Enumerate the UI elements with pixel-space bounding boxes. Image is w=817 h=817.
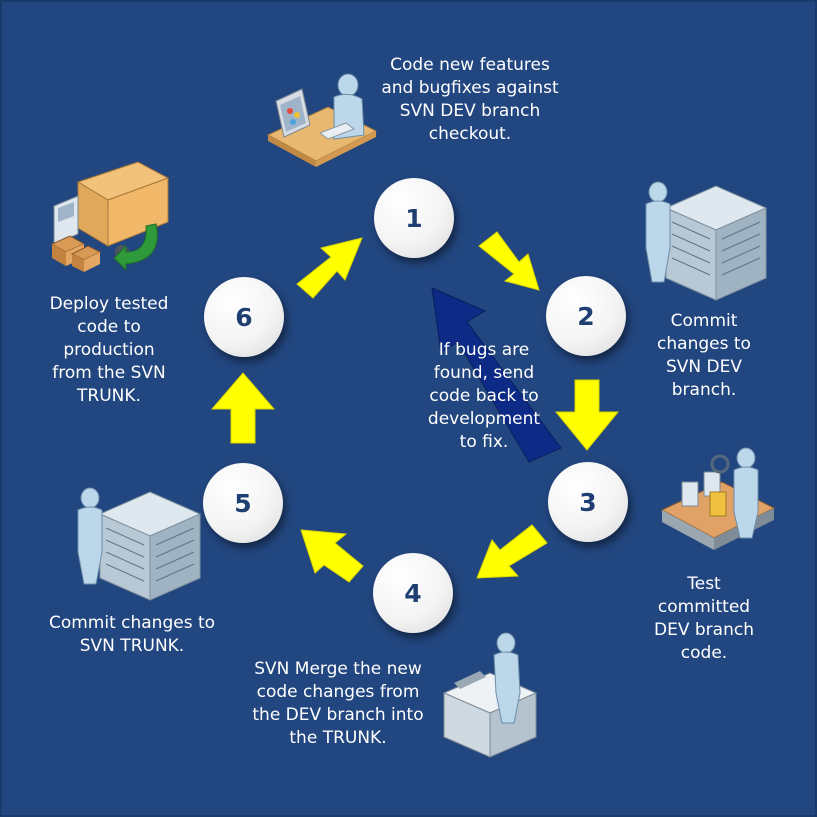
arrow-3-to-4 [476,524,548,579]
arrow-1-to-2 [478,231,540,291]
printer-operator-icon [442,632,538,758]
step-2-label: Commit changes to SVN DEV branch. [657,311,751,400]
step-1-label: Code new features and bugfixes against S… [381,55,559,144]
step-1-circle: 1 [374,178,454,258]
arrow-2-to-3 [554,379,620,451]
step-2-circle: 2 [546,276,626,356]
arrow-6-to-1 [296,237,363,299]
step-number: 5 [234,488,252,518]
step-3-circle: 3 [548,462,628,542]
step-6-label: Deploy tested code to production from th… [49,294,169,406]
step-number: 3 [579,487,597,517]
step-3-label: Test committed DEV branch code. [654,574,754,663]
server-admin-icon-step2 [645,181,768,301]
step-5-circle: 5 [203,463,283,543]
step-5-label: Commit changes to SVN TRUNK. [48,613,216,656]
bug-loop-label: If bugs are found, send code back to dev… [427,340,541,452]
step-number: 1 [405,203,423,233]
arrow-4-to-5 [300,529,364,583]
server-admin-icon-step5 [77,487,202,601]
delivery-truck-icon [50,161,170,272]
flow-arrows [210,231,620,583]
bug-return-arrow [431,287,562,463]
step-number: 4 [404,578,422,608]
qa-conveyor-icon [660,447,776,550]
developer-at-desk-icon [266,73,378,167]
step-number: 6 [235,302,253,332]
step-4-label: SVN Merge the new code changes from the … [252,659,424,748]
step-number: 2 [577,301,595,331]
step-4-circle: 4 [373,553,453,633]
step-6-circle: 6 [204,277,284,357]
arrow-5-to-6 [210,372,276,444]
